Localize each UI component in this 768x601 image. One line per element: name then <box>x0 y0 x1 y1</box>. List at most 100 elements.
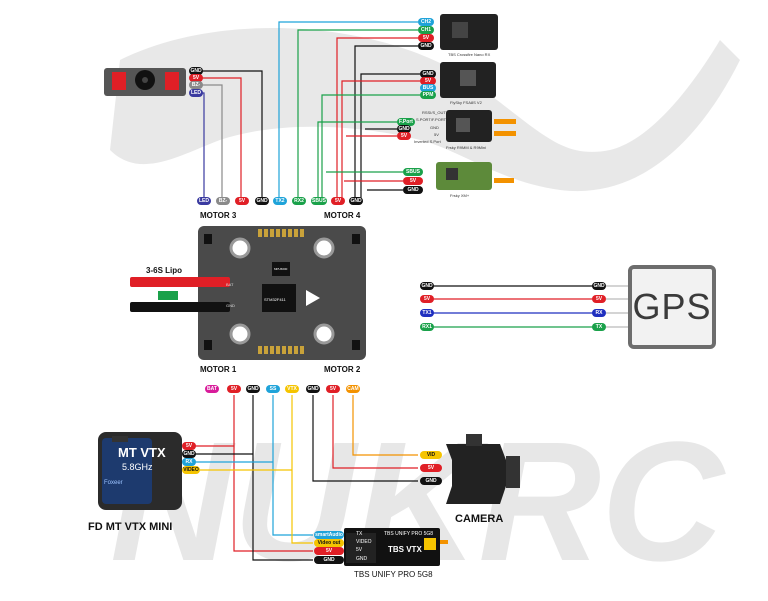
pad-label: SS <box>266 385 280 393</box>
pin-label: GND <box>592 282 606 290</box>
pin-label: 5V <box>420 295 434 303</box>
pad-label: 5V <box>331 197 345 205</box>
pin-label: 5V <box>420 464 442 472</box>
motor-3-label: MOTOR 3 <box>200 211 237 220</box>
vtx-brand: Foxeer <box>104 480 123 486</box>
mini-vtx-module <box>98 432 182 510</box>
pin-label: GND <box>189 67 203 75</box>
unify-pin: 5V <box>356 547 363 553</box>
pad-label: LED <box>197 197 211 205</box>
pad-label: GND <box>246 385 260 393</box>
pad-label: RX2 <box>292 197 306 205</box>
imu-label: MPU6000 <box>274 267 288 271</box>
pin-label: F.Port <box>397 118 415 126</box>
camera-body <box>446 434 520 504</box>
motor-4-label: MOTOR 4 <box>324 211 361 220</box>
unify-module <box>344 528 448 566</box>
pin-label: TX1 <box>420 309 434 317</box>
pin-label: LED <box>189 89 203 97</box>
unify-pin: VIDEO <box>356 539 372 545</box>
crossfire-caption: TBS Crossfire Nano RX <box>448 52 491 57</box>
pin-label: Video out <box>314 539 344 547</box>
buzzer-led-module <box>104 68 186 96</box>
mcu-label: STM32F411 <box>264 297 286 302</box>
r9mm-note: Inverted S.Port <box>414 139 441 144</box>
r9mm-caption: Frsky R9MM & R9Mini <box>446 145 487 150</box>
pin-label: 5V <box>397 132 411 140</box>
xm-caption: Frsky XM+ <box>450 193 470 198</box>
motor-hole <box>229 323 251 345</box>
gps-label: GPS <box>632 286 712 327</box>
pin-label: BZ- <box>189 81 203 89</box>
unify-pin: GND <box>356 556 368 562</box>
pin-label: GND <box>418 42 434 50</box>
motor-hole <box>313 323 335 345</box>
r9mm-note: RSSI/S_OUT <box>422 110 446 115</box>
pad-label: GND <box>349 197 363 205</box>
unify-caption: TBS UNIFY PRO 5G8 <box>354 570 433 579</box>
pin-label: GND <box>314 556 344 564</box>
pad-label: VTX <box>285 385 299 393</box>
pin-label: 5V <box>182 442 196 450</box>
vtx-model: MT VTX <box>118 445 166 460</box>
pin-label: RX <box>182 458 196 466</box>
pad-label: BZ- <box>216 197 230 205</box>
lipo-label: 3-6S Lipo <box>146 266 183 275</box>
unify-header: TBS UNIFY PRO 5G8 <box>384 531 434 537</box>
pin-label: RX1 <box>420 323 434 331</box>
bat-label: BAT <box>226 282 234 287</box>
r9mm-note: 5V <box>434 132 439 137</box>
pin-label: GND <box>420 477 442 485</box>
pin-label: PPM <box>420 91 436 99</box>
pin-label: RX <box>592 309 606 317</box>
pad-label: 5V <box>326 385 340 393</box>
pin-label: GND <box>397 125 411 133</box>
r9mm-note: S.PORT/F.PORT <box>416 117 447 122</box>
vtx-caption: FD MT VTX MINI <box>88 521 173 533</box>
unify-brand: TBS VTX <box>388 545 422 554</box>
r9mm-note: GND <box>430 125 439 130</box>
pad-label: CAM <box>346 385 360 393</box>
xm-board <box>436 162 514 190</box>
crossfire-board <box>440 14 498 50</box>
motor-2-label: MOTOR 2 <box>324 365 361 374</box>
motor-hole <box>229 237 251 259</box>
wires <box>190 21 628 561</box>
pin-label: VID <box>420 451 442 459</box>
pin-label: VIDEO <box>182 466 200 474</box>
pad-label: 5V <box>227 385 241 393</box>
flight-controller <box>198 226 366 360</box>
gps-module: GPS <box>628 265 716 349</box>
pin-label: 5V <box>314 547 344 555</box>
pin-label: GND <box>420 282 434 290</box>
fsa8s-board <box>440 62 496 98</box>
pin-label: BUS <box>420 84 436 92</box>
pad-label: BAT <box>205 385 219 393</box>
pad-label: GND <box>255 197 269 205</box>
unify-pin: TX <box>356 531 363 537</box>
pin-label: 5V <box>189 74 203 82</box>
pin-label: TX <box>592 323 606 331</box>
motor-hole <box>313 237 335 259</box>
motor-1-label: MOTOR 1 <box>200 365 237 374</box>
pin-label: SBUS <box>403 168 423 176</box>
pin-label: 5V <box>592 295 606 303</box>
pin-label: GND <box>182 450 196 458</box>
pad-label: TX2 <box>273 197 287 205</box>
pad-label: SBUS <box>311 197 327 205</box>
pad-label: GND <box>306 385 320 393</box>
pin-label: smartAudio <box>314 531 344 539</box>
pin-label: GND <box>420 70 436 78</box>
pad-label: 5V <box>235 197 249 205</box>
pin-label: CH2 <box>418 18 434 26</box>
vtx-frequency: 5.8GHz <box>122 462 153 472</box>
camera-caption: CAMERA <box>455 513 504 525</box>
fsa8s-caption: FlySky FSA8S V2 <box>450 100 482 105</box>
pin-label: 5V <box>403 177 423 185</box>
pin-label: 5V <box>420 77 436 85</box>
lipo-leads <box>130 277 230 312</box>
pin-label: 5V <box>418 34 434 42</box>
pin-label: CH1 <box>418 26 434 34</box>
r9mm-board <box>446 110 516 142</box>
